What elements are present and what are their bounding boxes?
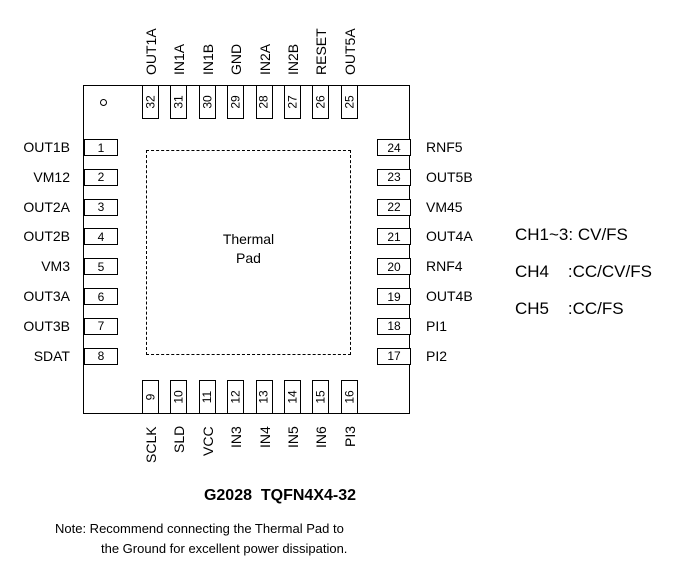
pin-number-text: 28	[257, 95, 272, 109]
pin-number-box: 24	[377, 139, 411, 156]
pin-number-box: 29	[227, 85, 245, 119]
pin-name-label: RNF5	[426, 139, 463, 155]
thermal-pad	[146, 150, 351, 355]
pin-name-label: VM45	[426, 198, 463, 215]
pin-name-label: OUT1A	[141, 0, 161, 80]
pin-name-label: OUT3B	[23, 317, 70, 334]
chip-package-outline	[83, 85, 410, 414]
thermal-pad-label-line2: Pad	[236, 250, 261, 266]
pin-number-box: 21	[377, 228, 411, 246]
pin-name-label: OUT1B	[23, 139, 70, 155]
pin-name-text: IN2B	[285, 43, 301, 75]
pin-name-label: OUT5A	[340, 0, 360, 80]
pin-number-box: 7	[84, 317, 118, 335]
pin-name-label: PI2	[426, 347, 448, 364]
pin-name-text: GND	[228, 43, 245, 75]
pin-number-text: 14	[285, 390, 300, 404]
pin-number-box: 32	[142, 85, 159, 119]
pin-number-box: 6	[84, 288, 118, 305]
pin-number-text: 29	[228, 95, 243, 109]
pin-number-text: 32	[143, 95, 158, 109]
pin-name-label: OUT4A	[426, 228, 473, 245]
pin-number-text: 9	[143, 393, 158, 401]
pin-name-label: IN2B	[283, 0, 303, 80]
pin-number-box: 2	[84, 168, 118, 186]
pin-name-text: OUT1A	[143, 28, 159, 75]
pin-name-label: OUT2B	[23, 228, 70, 245]
pin-number-box: 3	[84, 198, 118, 216]
pin-number-text: 15	[313, 390, 328, 404]
pin-number-text: 31	[171, 95, 186, 109]
pin-number-text: 11	[200, 390, 215, 404]
note-line-1: Note: Recommend connecting the Thermal P…	[55, 521, 344, 536]
pin-name-text: IN5	[285, 426, 301, 448]
thermal-pad-label-line1: Thermal	[222, 231, 275, 247]
pin-number-box: 12	[227, 380, 245, 414]
pin-name-text: SLD	[171, 425, 188, 453]
pin-name-label: IN1B	[198, 0, 218, 80]
pin1-indicator-dot	[100, 99, 107, 106]
pin-name-label: RNF4	[426, 258, 463, 275]
pin-name-label: OUT3A	[23, 288, 70, 304]
pin-number-text: 10	[171, 390, 186, 404]
pin-number-box: 1	[84, 139, 118, 156]
diagram-title: G2028 TQFN4X4-32	[203, 487, 357, 504]
pin-number-box: 11	[198, 380, 216, 414]
pin-name-label: VM12	[33, 168, 70, 185]
channel-mode-line: CH4 :CC/CV/FS	[515, 262, 652, 281]
pin-name-text: VCC	[199, 426, 216, 456]
pin-number-box: 13	[255, 380, 273, 414]
pin-number-box: 8	[84, 347, 118, 365]
pin-number-box: 9	[142, 380, 159, 414]
pin-number-box: 28	[255, 85, 273, 119]
pin-number-box: 5	[84, 258, 118, 276]
pin-number-box: 30	[198, 85, 216, 119]
pin-name-label: OUT4B	[426, 288, 473, 304]
pin-number-box: 4	[84, 228, 118, 246]
pin-number-box: 20	[377, 258, 411, 276]
pin-name-label: GND	[226, 0, 246, 80]
pin-number-box: 19	[377, 288, 411, 305]
pin-name-label: PI1	[426, 317, 448, 334]
pin-name-text: IN3	[228, 426, 245, 448]
pin-name-label: OUT5B	[426, 168, 473, 185]
pin-name-text: OUT5A	[341, 28, 358, 75]
pin-number-box: 27	[284, 85, 301, 119]
pin-number-box: 25	[340, 85, 358, 119]
pin-name-text: IN1B	[199, 43, 216, 75]
channel-mode-line: CH1~3: CV/FS	[515, 225, 628, 244]
pin-number-box: 26	[312, 85, 330, 119]
pin-number-box: 14	[284, 380, 301, 414]
pin-name-label: SDAT	[33, 347, 70, 364]
pin-number-box: 17	[377, 347, 411, 365]
pin-name-label: VM3	[41, 258, 70, 275]
pin-number-text: 16	[342, 390, 357, 404]
pin-name-text: IN6	[313, 426, 330, 448]
pin-number-box: 31	[170, 85, 188, 119]
pin-name-label: IN2A	[255, 0, 275, 80]
pin-name-text: RESET	[313, 28, 330, 75]
pin-name-label: RESET	[311, 0, 331, 80]
pin-number-text: 26	[313, 95, 328, 109]
pin-number-box: 15	[312, 380, 330, 414]
pin-number-text: 12	[228, 390, 243, 404]
pin-name-text: IN2A	[256, 43, 273, 75]
pin-number-text: 27	[285, 95, 300, 109]
pin-number-box: 23	[377, 168, 411, 186]
pin-number-box: 10	[170, 380, 188, 414]
pin-number-text: 25	[342, 95, 357, 109]
note-line-2: the Ground for excellent power dissipati…	[101, 541, 348, 556]
pin-name-text: SCLK	[143, 426, 159, 463]
pin-number-text: 13	[257, 390, 272, 404]
pin-name-label: IN1A	[169, 0, 189, 80]
pin-number-box: 18	[377, 317, 411, 335]
pin-name-text: IN4	[256, 426, 273, 448]
pin-number-box: 16	[340, 380, 358, 414]
pin-number-box: 22	[377, 198, 411, 216]
channel-mode-line: CH5 :CC/FS	[515, 299, 624, 318]
pin-number-text: 30	[200, 95, 215, 109]
pin-name-text: IN1A	[171, 43, 188, 75]
pin-name-label: OUT2A	[23, 198, 70, 215]
pin-name-text: PI3	[341, 425, 358, 447]
